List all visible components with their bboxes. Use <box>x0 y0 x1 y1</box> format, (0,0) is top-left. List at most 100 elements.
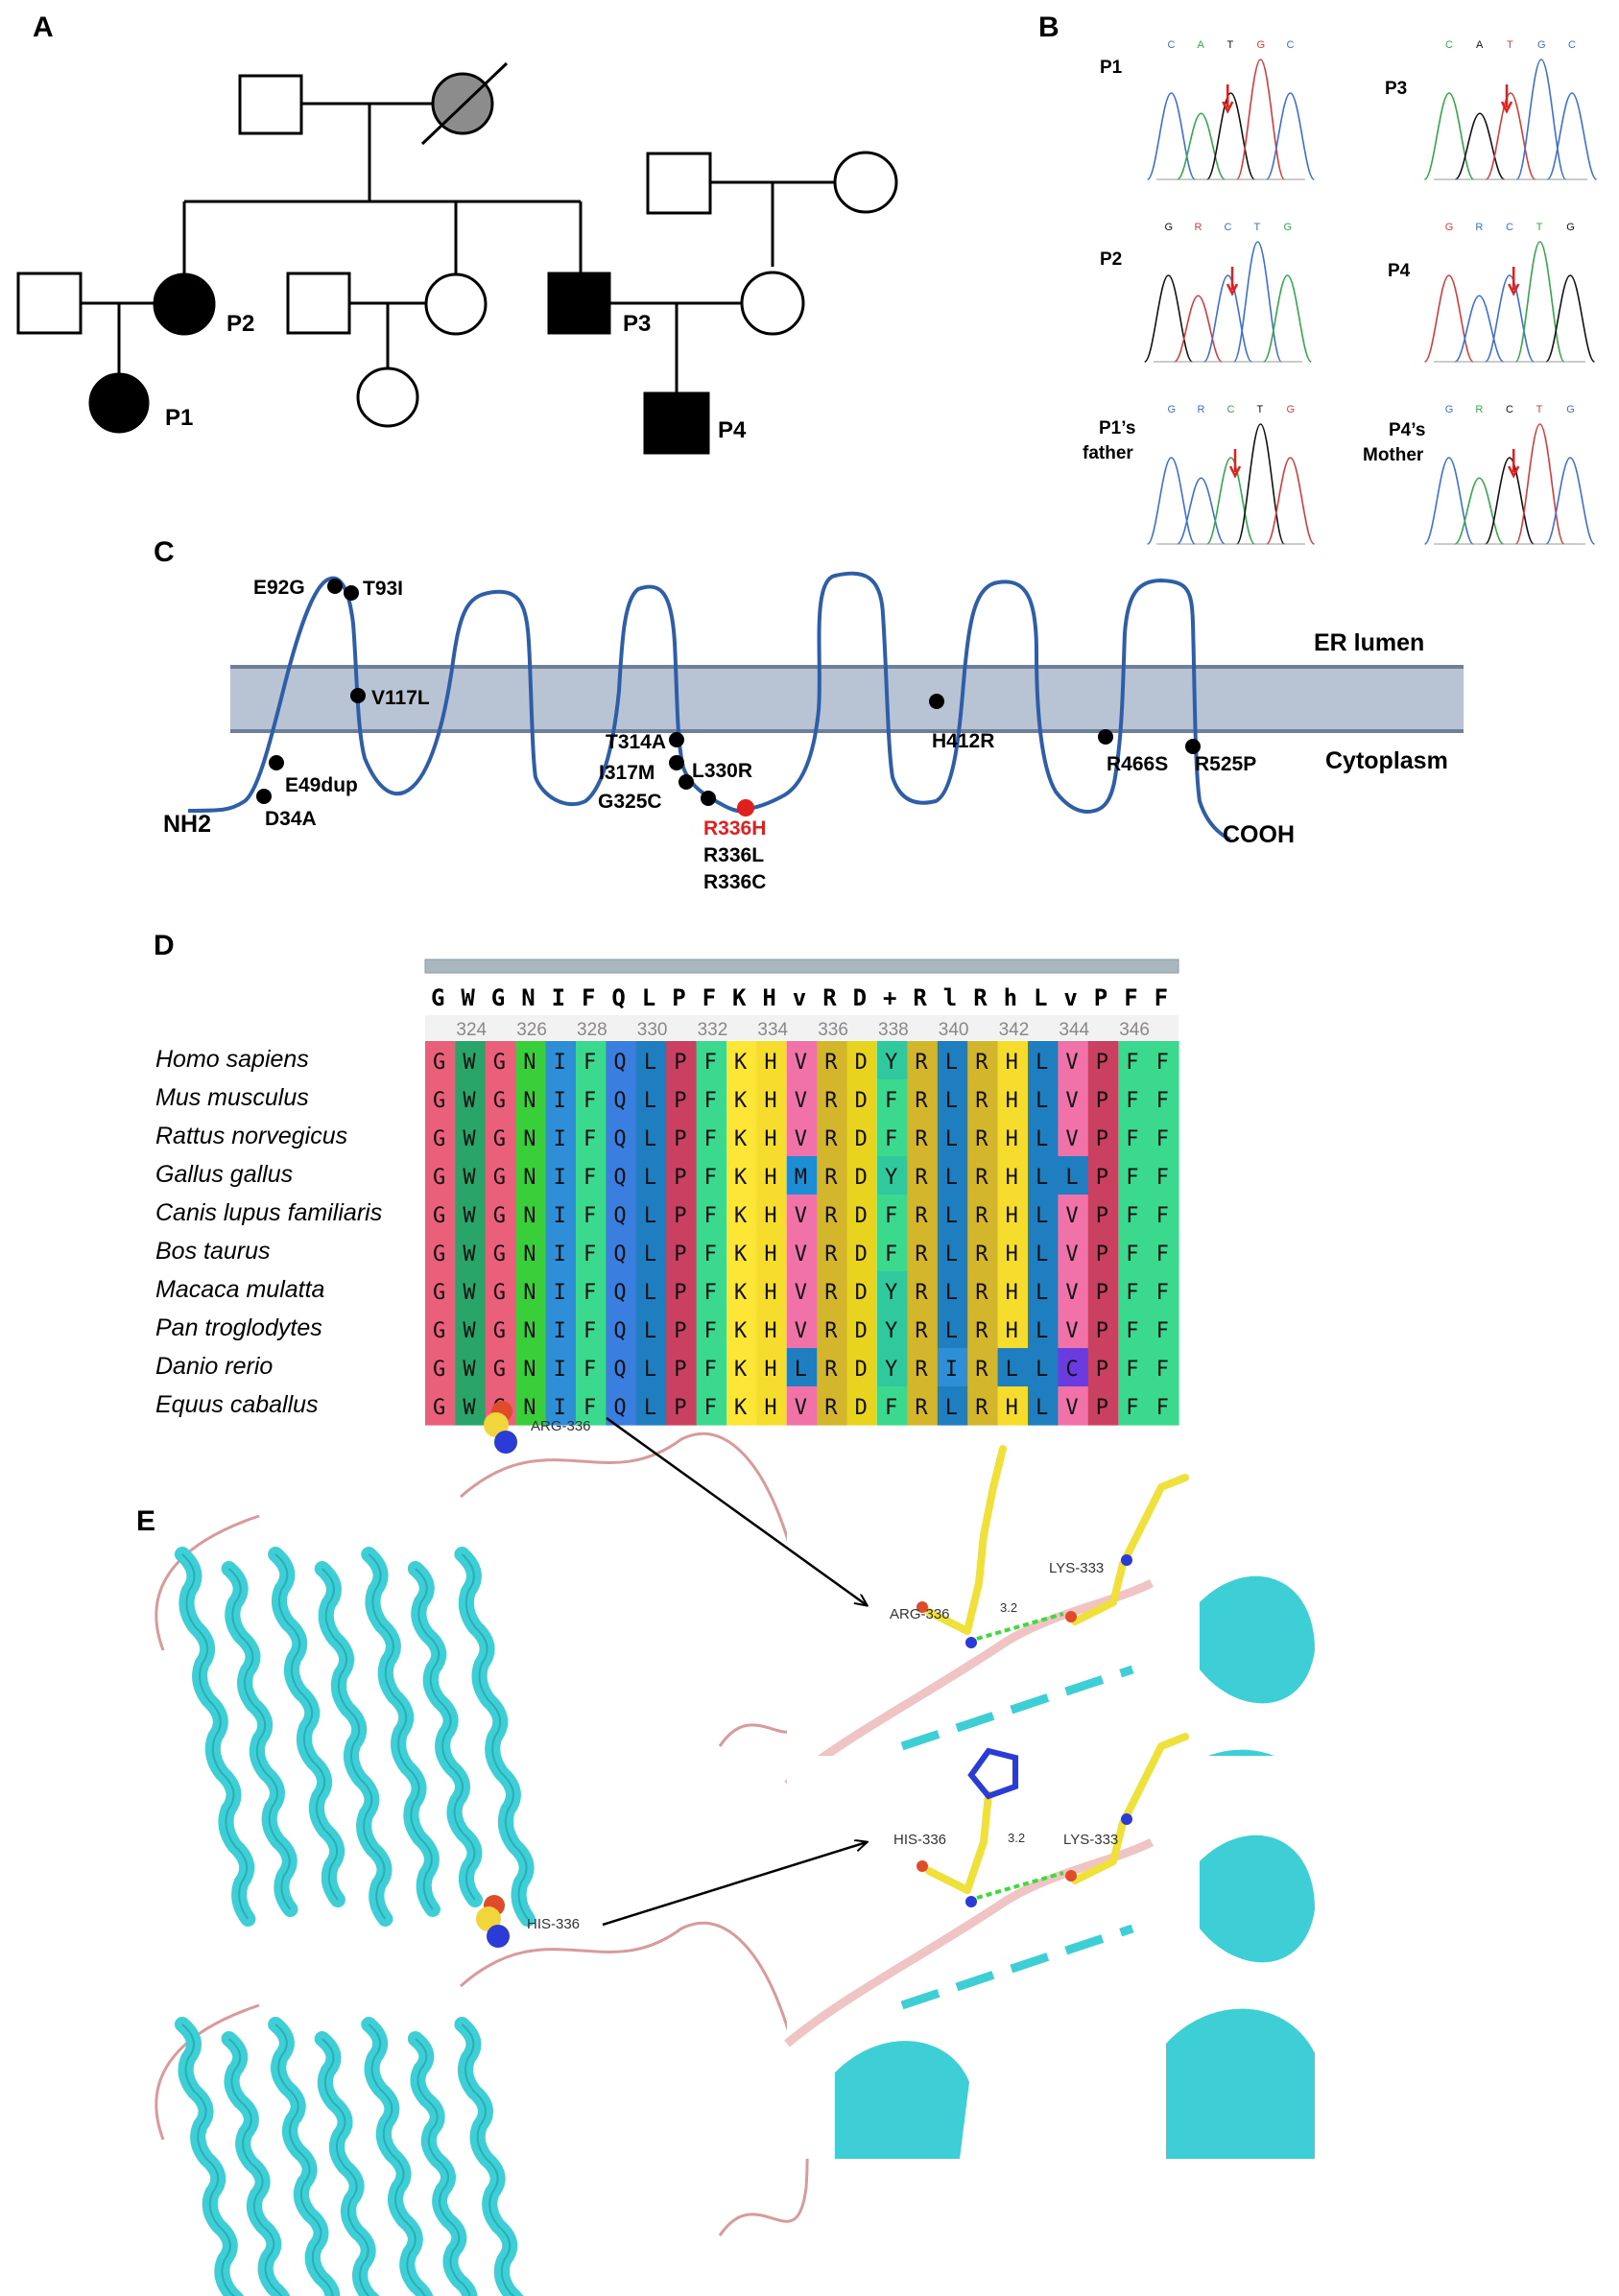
chrom-peak <box>1546 92 1598 180</box>
chrom-base-letter: T <box>1536 404 1543 415</box>
alignment-residue: G <box>433 1089 445 1113</box>
alignment-cell <box>485 1271 516 1311</box>
alignment-cell <box>1028 1079 1059 1119</box>
alignment-residue: Q <box>613 1204 626 1228</box>
mut-label-r336h: R336H <box>703 817 766 840</box>
species-name: Pan troglodytes <box>155 1314 322 1341</box>
alignment-cell <box>877 1348 908 1387</box>
alignment-cell <box>666 1348 698 1387</box>
mut-dot-h412r <box>929 694 944 709</box>
alignment-residue: D <box>855 1089 868 1113</box>
alignment-residue: P <box>1096 1166 1108 1190</box>
position-number: 330 <box>637 1020 668 1040</box>
alignment-residue: W <box>463 1243 476 1266</box>
alignment-residue: F <box>583 1204 596 1228</box>
alignment-cell <box>997 1079 1029 1119</box>
consensus-residue: v <box>793 984 806 1011</box>
alignment-residue: R <box>915 1358 928 1382</box>
alignment-cell <box>846 1386 878 1426</box>
alignment-cell <box>576 1118 607 1157</box>
alignment-cell <box>666 1041 698 1080</box>
alignment-cell <box>726 1041 757 1080</box>
alignment-cell <box>635 1386 667 1426</box>
alignment-cell <box>1087 1233 1119 1272</box>
alignment-cell <box>635 1079 667 1119</box>
chrom-peak <box>1545 457 1596 545</box>
alignment-residue: V <box>1065 1319 1078 1343</box>
alignment-cell <box>786 1348 818 1387</box>
alignment-cell <box>846 1233 878 1272</box>
deceased-slash <box>420 61 509 146</box>
alignment-residue: L <box>1036 1166 1048 1190</box>
species-name: Macaca mulatta <box>155 1276 325 1303</box>
position-number: 324 <box>456 1020 487 1040</box>
chrom-base-letter: G <box>1287 404 1296 415</box>
wt-residue-label: ARG-336 <box>531 1418 591 1434</box>
alignment-cell <box>1087 1386 1119 1426</box>
consensus-residue: h <box>1004 984 1017 1011</box>
alignment-residue: R <box>975 1089 988 1113</box>
consensus-residue: H <box>762 984 775 1011</box>
position-number: 344 <box>1059 1020 1089 1040</box>
chrom-label-p4: P4 <box>1388 261 1411 281</box>
pedigree-label-p4: P4 <box>718 417 747 443</box>
variant-arrow-head <box>1228 465 1242 479</box>
alignment-residue: R <box>824 1089 838 1113</box>
alignment-residue: G <box>493 1281 506 1305</box>
alignment-residue: H <box>1006 1319 1018 1343</box>
alignment-cell <box>1058 1271 1089 1311</box>
alignment-cell <box>1058 1348 1089 1387</box>
alignment-cell <box>937 1348 968 1387</box>
alignment-residue: H <box>764 1089 776 1113</box>
alignment-residue: L <box>644 1358 656 1382</box>
mut-dot-i317m <box>669 755 684 770</box>
alignment-residue: R <box>975 1166 988 1190</box>
consensus-residue: + <box>883 984 896 1011</box>
alignment-cell <box>877 1041 908 1080</box>
alignment-cell <box>967 1041 999 1080</box>
alignment-cell <box>1118 1195 1150 1234</box>
species-name: Bos taurus <box>155 1238 271 1265</box>
mut-label-r336l: R336L <box>703 844 764 866</box>
alignment-cell <box>1058 1079 1089 1119</box>
alignment-residue: Y <box>885 1166 897 1190</box>
alignment-residue: L <box>945 1051 958 1075</box>
alignment-cell <box>1148 1271 1179 1311</box>
chrom-peak <box>1484 274 1536 363</box>
alignment-residue: I <box>554 1396 566 1420</box>
alignment-cell <box>967 1079 999 1119</box>
wt-zoom-distance: 3.2 <box>1000 1600 1017 1615</box>
alignment-residue: Q <box>613 1127 626 1151</box>
alignment-residue: F <box>1156 1281 1169 1305</box>
alignment-cell <box>545 1348 577 1387</box>
alignment-cell <box>756 1195 788 1234</box>
alignment-residue: I <box>554 1281 566 1305</box>
mut-dot-r466s <box>1098 729 1113 745</box>
variant-arrow-head <box>1226 283 1239 296</box>
position-number: 336 <box>818 1020 848 1040</box>
mut-label-g325c: G325C <box>598 791 662 813</box>
alignment-residue: I <box>554 1051 566 1075</box>
consensus-residue: L <box>642 984 655 1011</box>
alignment-residue: R <box>975 1051 988 1075</box>
alignment-cell <box>696 1118 727 1157</box>
alignment-cell <box>696 1041 727 1080</box>
alignment-cell <box>877 1156 908 1195</box>
alignment-cell <box>635 1310 667 1349</box>
alignment-cell <box>907 1041 939 1080</box>
alignment-cell <box>817 1156 848 1195</box>
alpha-helix-edge <box>415 2038 471 2296</box>
grandfather-square <box>238 74 303 135</box>
alignment-residue: W <box>463 1204 476 1228</box>
chrom-peak <box>1232 241 1283 363</box>
alignment-cell <box>786 1156 818 1195</box>
variant-arrow-head <box>1508 283 1520 296</box>
alignment-cell <box>455 1079 487 1119</box>
alignment-residue: H <box>1006 1281 1018 1305</box>
alignment-residue: Y <box>885 1358 897 1382</box>
alignment-residue: F <box>1126 1204 1138 1228</box>
alignment-cell <box>756 1348 788 1387</box>
alignment-cell <box>997 1156 1029 1195</box>
